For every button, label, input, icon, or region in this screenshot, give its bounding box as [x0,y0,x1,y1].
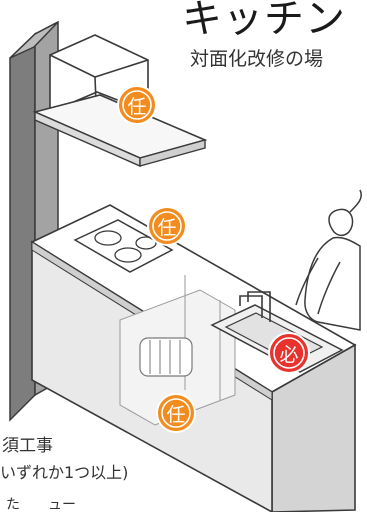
svg-text:任: 任 [157,217,176,239]
optional-badge-cooktop: 任 [147,206,187,246]
legend-line-required: 須工事 [2,436,53,456]
svg-text:任: 任 [127,96,146,118]
page-subtitle: 対面化改修の場 [190,48,324,70]
optional-badge-dishwasher: 任 [156,393,196,433]
required-badge-sink: 必 [268,332,310,374]
page-title: キッチン [182,0,346,42]
svg-text:任: 任 [166,404,185,426]
person-figure [295,189,362,331]
optional-badge-hood: 任 [117,85,157,125]
cooktop [73,219,174,273]
legend-line-cut: た ュー [6,497,76,513]
legend-line-choose: いずれか1つ以上) [0,463,129,482]
svg-text:必: 必 [279,344,298,366]
